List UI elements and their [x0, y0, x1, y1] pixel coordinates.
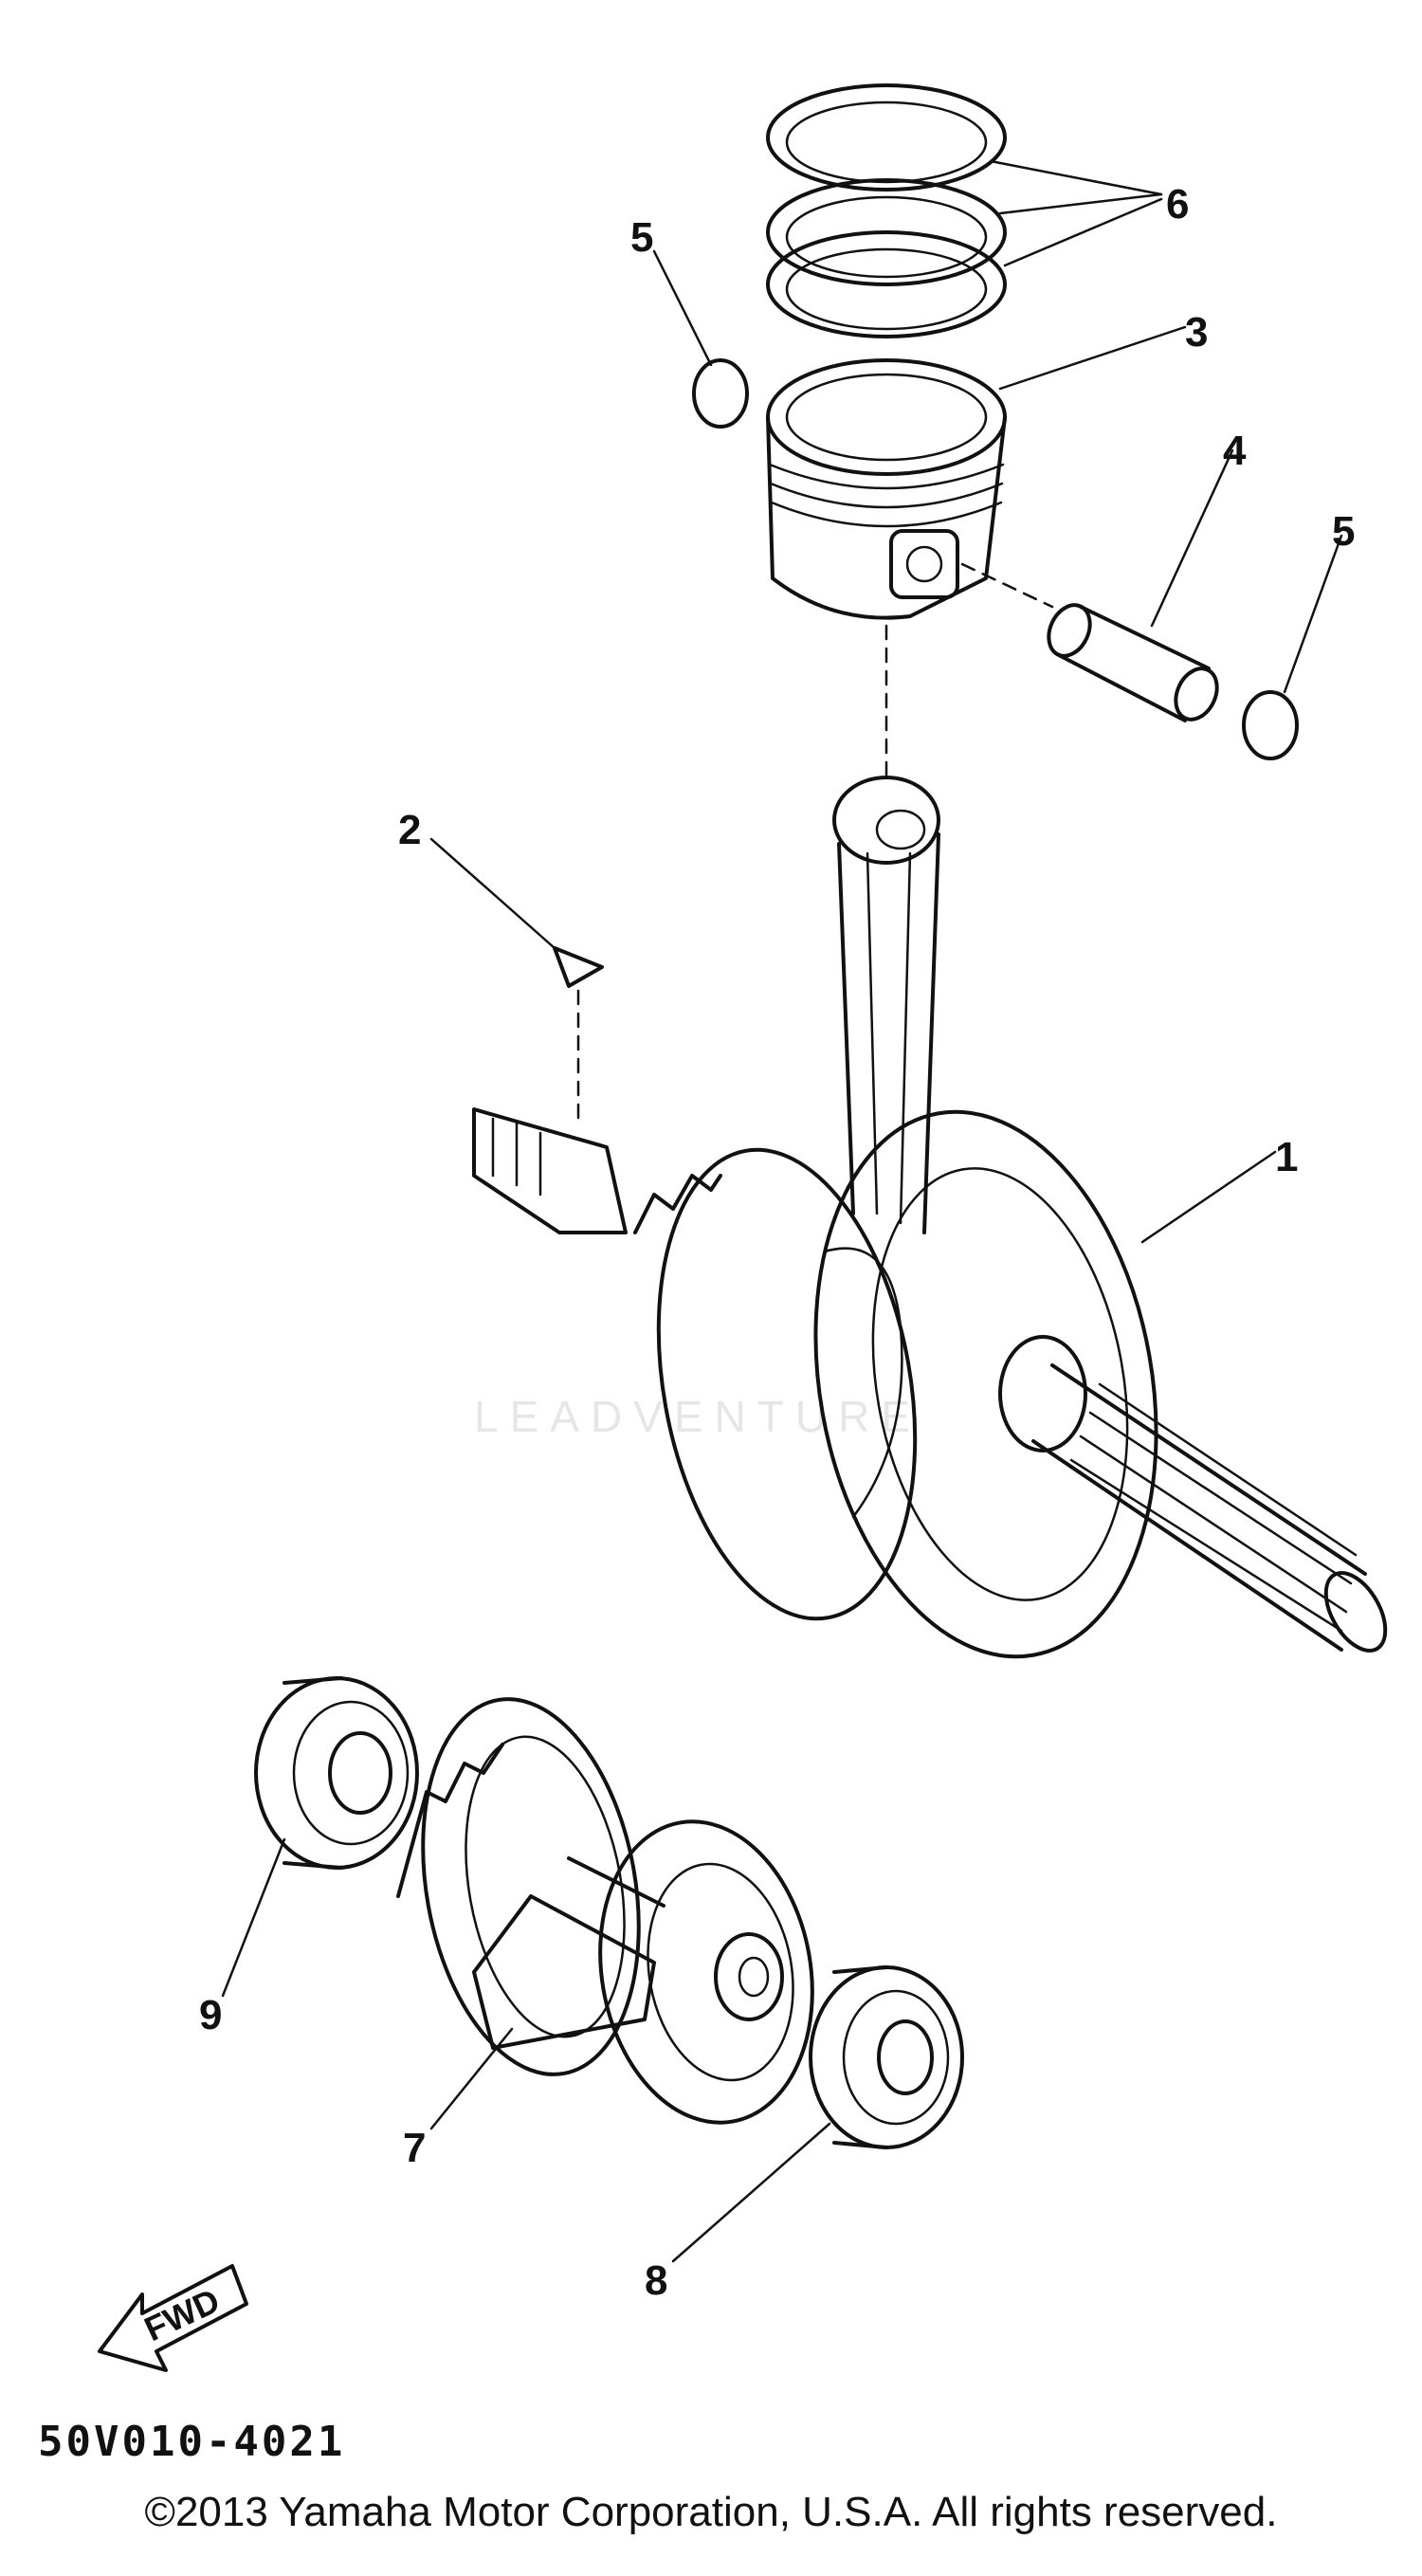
callout-5-right: 5	[1332, 508, 1355, 555]
connecting-rod	[832, 776, 940, 1234]
copyright-notice: ©2013 Yamaha Motor Corporation, U.S.A. A…	[144, 2489, 1278, 2535]
callout-2: 2	[398, 807, 421, 853]
callout-9: 9	[199, 1992, 222, 2038]
watermark: LEADVENTURE	[474, 1392, 921, 1441]
callout-7: 7	[403, 2125, 426, 2171]
circlip-left	[692, 358, 749, 429]
callout-1: 1	[1275, 1134, 1298, 1180]
woodruff-key	[553, 946, 604, 1121]
figure-code: 50V010-4021	[38, 2418, 345, 2466]
callout-5-left: 5	[630, 214, 653, 261]
leader-lines	[221, 159, 1343, 2263]
piston-rings	[766, 83, 1007, 338]
bearing-left	[254, 1676, 419, 1870]
bearing-right	[809, 1965, 964, 2149]
callout-4: 4	[1223, 428, 1247, 474]
callout-8: 8	[645, 2257, 667, 2304]
balancer-shaft	[396, 1697, 814, 2125]
piston	[766, 358, 1007, 620]
callout-6: 6	[1166, 181, 1189, 228]
piston-pin	[960, 562, 1219, 722]
forward-arrow-icon: FWD	[98, 2264, 248, 2372]
crankshaft	[472, 1107, 1388, 1659]
circlip-right	[1242, 690, 1299, 760]
callout-3: 3	[1185, 309, 1208, 356]
